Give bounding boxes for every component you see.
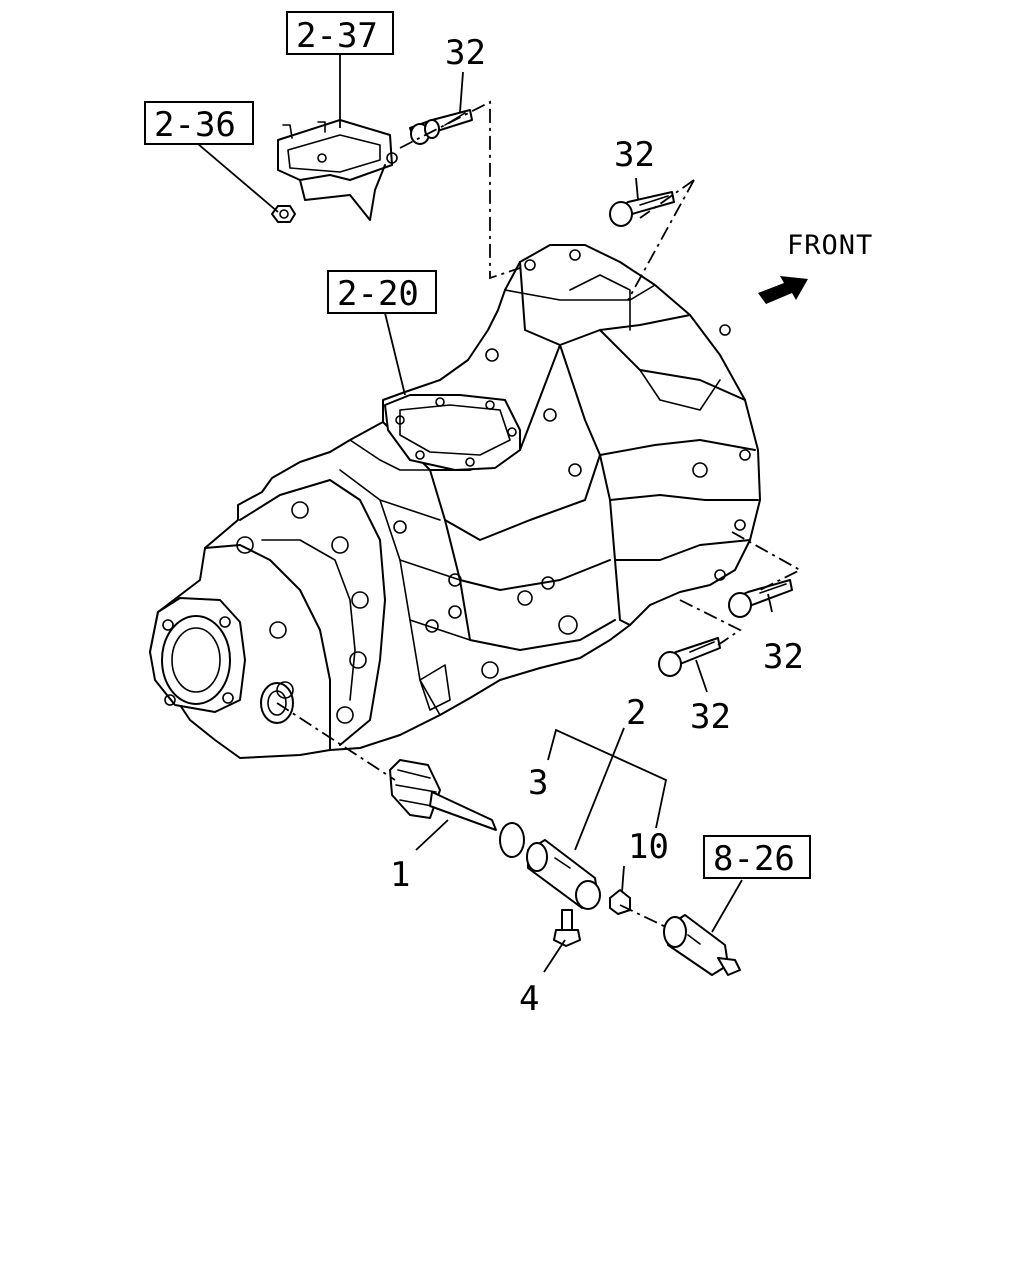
callout-32-top: 32 — [445, 33, 486, 73]
ref-2-36[interactable]: 2-36 — [144, 101, 254, 145]
o-ring — [499, 822, 525, 858]
nut — [271, 205, 296, 223]
transmission-housing — [149, 244, 761, 759]
bolt-lower-right — [658, 637, 721, 677]
alignment-lines — [276, 100, 802, 929]
ref-2-37-label: 2-37 — [296, 16, 378, 56]
mount-bracket — [277, 119, 398, 221]
sleeve — [526, 839, 601, 910]
leader-lines — [197, 55, 773, 973]
arrow-icon — [758, 276, 808, 304]
front-label: FRONT — [787, 230, 873, 261]
speed-sensor — [663, 914, 741, 976]
callout-2: 2 — [626, 693, 646, 733]
sleeve-bolt — [553, 909, 581, 947]
callout-4: 4 — [519, 979, 539, 1019]
ref-2-20-label: 2-20 — [337, 274, 419, 314]
callout-10: 10 — [628, 827, 669, 867]
ref-2-20[interactable]: 2-20 — [327, 270, 437, 314]
ref-2-36-label: 2-36 — [154, 105, 236, 145]
speedometer-driven-gear-shaft — [389, 759, 497, 831]
callout-32-lower: 32 — [690, 697, 731, 737]
front-direction: FRONT — [758, 230, 873, 304]
bolt-upper-right — [609, 191, 675, 227]
ref-8-26-label: 8-26 — [713, 839, 795, 879]
callout-1: 1 — [390, 855, 410, 895]
callout-32-right: 32 — [763, 637, 804, 677]
ref-8-26[interactable]: 8-26 — [703, 835, 811, 879]
bolt-right — [728, 579, 793, 618]
callout-3: 3 — [528, 763, 548, 803]
ref-2-37[interactable]: 2-37 — [286, 11, 394, 56]
callout-32-upper-right: 32 — [614, 135, 655, 175]
adapter — [609, 889, 631, 915]
